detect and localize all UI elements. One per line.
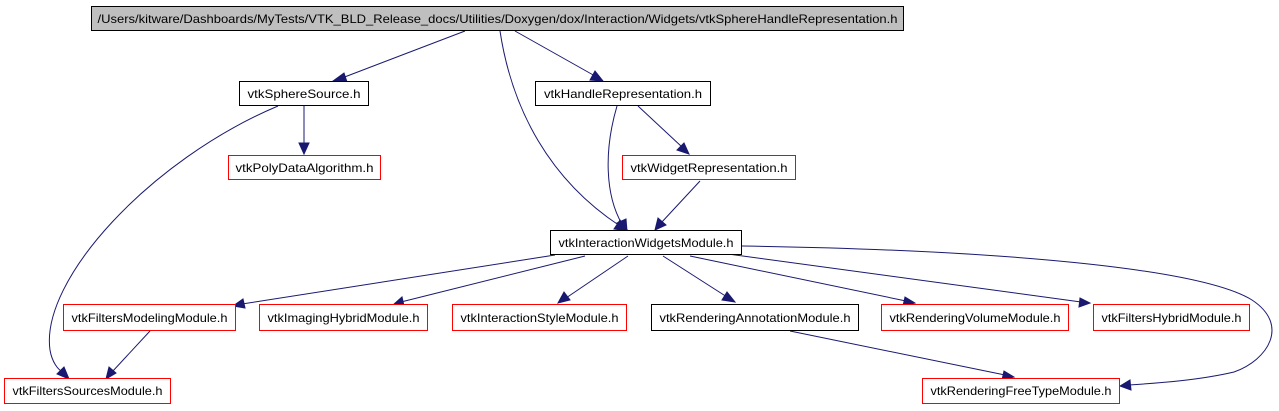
- arrowhead-filters-hybrid: [1078, 297, 1092, 308]
- node-filters-hybrid-module-label: vtkFiltersHybridModule.h: [1102, 311, 1242, 325]
- arrowhead-rendering-freetype-from-iwm: [1118, 379, 1132, 391]
- node-rendering-annotation-module[interactable]: vtkRenderingAnnotationModule.h: [651, 304, 859, 331]
- node-widget-representation[interactable]: vtkWidgetRepresentation.h: [622, 155, 796, 180]
- node-interaction-style-module-label: vtkInteractionStyleModule.h: [461, 311, 619, 325]
- edge-filters-modeling-to-filters-sources: [111, 330, 151, 373]
- node-poly-data-algorithm[interactable]: vtkPolyDataAlgorithm.h: [228, 155, 381, 180]
- edge-iwm-to-filters-hybrid: [727, 253, 1082, 303]
- node-filters-sources-module-label: vtkFiltersSourcesModule.h: [13, 384, 163, 398]
- node-imaging-hybrid-module-label: vtkImagingHybridModule.h: [268, 311, 420, 325]
- node-filters-hybrid-module[interactable]: vtkFiltersHybridModule.h: [1093, 304, 1250, 331]
- edge-iwm-to-rendering-freetype: [741, 245, 1273, 386]
- edge-sphere-source-to-filters-sources-module: [48, 105, 279, 373]
- node-poly-data-algorithm-label: vtkPolyDataAlgorithm.h: [236, 161, 374, 175]
- node-handle-representation[interactable]: vtkHandleRepresentation.h: [535, 81, 711, 106]
- arrowhead-filters-sources-from-modeling: [105, 366, 117, 381]
- edge-iwm-to-imaging-hybrid: [400, 255, 586, 303]
- node-rendering-freetype-module[interactable]: vtkRenderingFreeTypeModule.h: [922, 378, 1120, 404]
- arrowhead-rendering-annotation: [721, 291, 737, 303]
- node-imaging-hybrid-module[interactable]: vtkImagingHybridModule.h: [259, 304, 428, 331]
- arrowhead-handle-representation: [589, 70, 605, 82]
- edge-root-to-sphere-source: [341, 30, 466, 79]
- arrowhead-filters-sources-from-sphere: [56, 366, 70, 380]
- arrowhead-widget-representation: [676, 142, 690, 155]
- arrowhead-interaction-style: [557, 291, 571, 304]
- edge-iwm-to-rendering-annotation: [662, 255, 728, 298]
- edge-iwm-to-filters-modeling: [241, 254, 556, 305]
- node-rendering-volume-module[interactable]: vtkRenderingVolumeModule.h: [881, 304, 1069, 331]
- node-handle-representation-label: vtkHandleRepresentation.h: [544, 87, 702, 101]
- edge-handle-representation-to-widget-representation: [637, 105, 683, 148]
- edges: [48, 30, 1273, 391]
- node-sphere-source[interactable]: vtkSphereSource.h: [239, 81, 369, 106]
- node-root[interactable]: /Users/kitware/Dashboards/MyTests/VTK_BL…: [91, 6, 904, 31]
- node-interaction-widgets-module-label: vtkInteractionWidgetsModule.h: [559, 236, 734, 250]
- edge-iwm-to-interaction-style: [565, 255, 629, 299]
- node-rendering-annotation-module-label: vtkRenderingAnnotationModule.h: [660, 311, 851, 325]
- edge-iwm-to-rendering-volume: [689, 255, 907, 302]
- node-interaction-style-module[interactable]: vtkInteractionStyleModule.h: [452, 304, 627, 331]
- edge-handle-representation-to-interaction-widgets-module: [607, 105, 623, 225]
- node-rendering-volume-module-label: vtkRenderingVolumeModule.h: [890, 311, 1061, 325]
- node-filters-modeling-module-label: vtkFiltersModelingModule.h: [72, 311, 228, 325]
- node-root-label: /Users/kitware/Dashboards/MyTests/VTK_BL…: [98, 12, 898, 26]
- node-widget-representation-label: vtkWidgetRepresentation.h: [631, 161, 788, 175]
- arrowhead-sphere-source: [331, 72, 348, 83]
- node-rendering-freetype-module-label: vtkRenderingFreeTypeModule.h: [931, 384, 1112, 398]
- arrowhead-interaction-widgets-from-handle: [616, 218, 628, 233]
- edge-root-to-handle-representation: [514, 30, 596, 77]
- arrowhead-interaction-widgets-from-widget: [654, 217, 667, 231]
- node-sphere-source-label: vtkSphereSource.h: [248, 87, 361, 101]
- edge-widget-representation-to-interaction-widgets-module: [660, 180, 701, 224]
- edge-rendering-annotation-to-rendering-freetype: [789, 330, 1006, 376]
- edge-root-to-interaction-widgets-module: [499, 30, 621, 227]
- nodes: /Users/kitware/Dashboards/MyTests/VTK_BL…: [4, 6, 1250, 404]
- node-interaction-widgets-module[interactable]: vtkInteractionWidgetsModule.h: [550, 230, 742, 255]
- node-filters-sources-module[interactable]: vtkFiltersSourcesModule.h: [4, 378, 171, 404]
- arrowhead-poly-data-algorithm: [298, 142, 310, 156]
- node-filters-modeling-module[interactable]: vtkFiltersModelingModule.h: [63, 304, 236, 331]
